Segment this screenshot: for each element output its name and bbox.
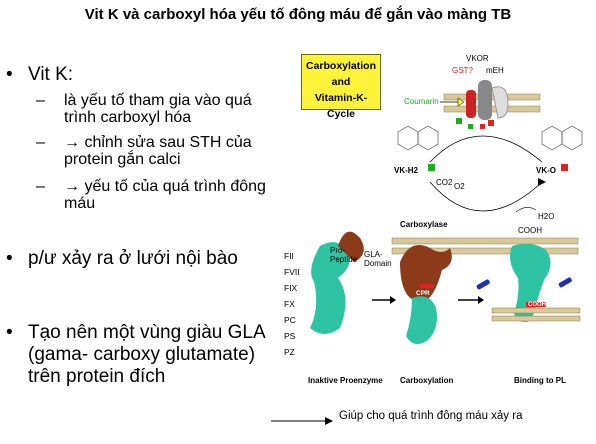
label-cooh-top: COOH xyxy=(518,226,542,235)
coumarin-triangle xyxy=(457,97,465,107)
sub-bullet-text: → chỉnh sửa sau STH của protein gắn calc… xyxy=(64,134,252,168)
proenzyme-shape xyxy=(310,242,350,334)
process-arrow-2-head xyxy=(478,296,484,304)
bullet-marker: • xyxy=(6,248,13,269)
figure-title-line3: Vitamin-K-Cycle xyxy=(314,92,368,120)
factor-item: PS xyxy=(284,331,296,341)
meh-shape xyxy=(491,86,509,119)
label-cooh-pl: COOH xyxy=(528,302,546,308)
sub-bullet-text: là yếu tố tham gia vào quá trình carboxy… xyxy=(64,92,252,126)
cooh-marker xyxy=(526,302,546,307)
label-gst: GST? xyxy=(452,66,473,75)
membrane-middle xyxy=(391,237,579,255)
factor-item: FVII xyxy=(284,267,300,277)
cycle-diagram-svg xyxy=(310,80,583,345)
bullet-text: p/ư xảy ra ở lưới nội bào xyxy=(28,248,238,269)
footnote-arrow-icon xyxy=(271,417,333,425)
label-coumarin: Coumarin xyxy=(404,97,439,106)
membrane-pl xyxy=(491,307,581,322)
label-o2: O2 xyxy=(454,182,465,191)
carboxylase-brown-shape xyxy=(400,245,452,302)
label-carboxylase: Carboxylase xyxy=(400,220,448,229)
label-vkor: VKOR xyxy=(466,54,489,63)
binding-protein-shape xyxy=(510,243,551,322)
carboxylated-protein-shape xyxy=(406,296,437,345)
factor-item: PC xyxy=(284,315,296,325)
label-gla-domain: GLA-Domain xyxy=(364,250,392,268)
vitamin-k-molecule-left xyxy=(397,125,439,151)
label-inactive-proenzyme: Inaktive Proenzyme xyxy=(308,376,383,385)
label-carboxylation: Carboxylation xyxy=(400,376,454,385)
figure-title-box: Carboxylation and Vitamin-K-Cycle xyxy=(301,54,381,120)
bullet-marker: • xyxy=(6,322,13,343)
factor-item: FIX xyxy=(284,283,298,293)
process-arrow-1-head xyxy=(390,296,396,304)
footnote-text: Giúp cho quá trình đông máu xảy ra xyxy=(339,410,523,422)
label-pro-peptide: Pro-Peptide xyxy=(330,246,358,264)
label-vkh2: VK-H2 xyxy=(394,166,419,175)
label-meh: mEH xyxy=(486,66,504,75)
gst-shape xyxy=(466,90,476,118)
label-cpr: CPR xyxy=(416,290,430,297)
sub-bullet-text: → yếu tố của quá trình đông máu xyxy=(64,178,266,212)
slide-title: Vit K và carboxyl hóa yếu tố đông máu để… xyxy=(84,6,512,23)
red-square-top2 xyxy=(480,124,485,129)
factor-item: PZ xyxy=(284,347,295,357)
cycle-arc-top xyxy=(429,135,543,163)
label-binding-pl: Binding to PL xyxy=(514,376,566,385)
label-vko: VK-O xyxy=(536,166,556,175)
green-square-top2 xyxy=(468,124,473,129)
vko-red-square xyxy=(561,164,568,171)
vkh2-green-square xyxy=(428,164,435,171)
sub-bullet-marker: – xyxy=(36,178,45,195)
factor-item: FII xyxy=(284,251,294,261)
vitamin-k-cycle-figure: Carboxylation and Vitamin-K-Cycle xyxy=(280,50,592,395)
cycle-arc-bottom xyxy=(429,181,543,212)
blue-peptide-right xyxy=(558,277,572,288)
propeptide-chain xyxy=(338,231,364,262)
vkor-shape xyxy=(478,80,492,120)
sub-bullet-marker: – xyxy=(36,134,45,151)
factor-item: FX xyxy=(284,299,295,309)
figure-title-line2: and xyxy=(331,76,351,88)
bullet-marker: • xyxy=(6,64,13,85)
vitamin-k-molecule-right xyxy=(541,125,583,151)
label-co2: CO2 xyxy=(436,178,453,187)
bullet-text: Tạo nên một vùng giàu GLA (gama- carboxy… xyxy=(28,322,265,387)
red-square-top xyxy=(488,120,494,126)
green-square-top xyxy=(456,118,462,124)
figure-title-line1: Carboxylation xyxy=(305,60,376,72)
bullet-text: Vit K: xyxy=(28,64,74,85)
h2o-arrow xyxy=(515,207,537,213)
label-h2o: H2O xyxy=(538,212,555,221)
blue-peptide-left xyxy=(476,279,490,290)
sub-bullet-marker: – xyxy=(36,92,45,109)
cycle-arrow-head xyxy=(538,178,546,186)
factor-list: FII FVII FIX FX PC PS PZ xyxy=(284,248,300,360)
